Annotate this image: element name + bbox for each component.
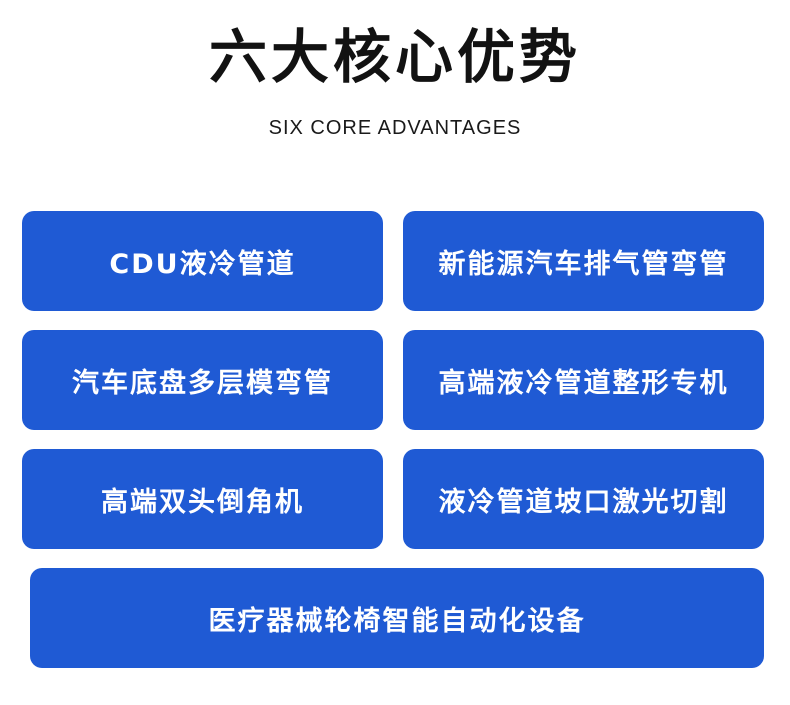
page-title: 六大核心优势 [208,23,581,91]
advantage-label: 新能源汽车排气管弯管 [438,248,729,280]
page-subtitle: SIX CORE ADVANTAGES [268,117,522,139]
advantage-card-wheelchair-automation: 医疗器械轮椅智能自动化设备 [30,568,764,668]
advantage-label: 高端双头倒角机 [101,486,304,518]
advantage-card-laser-bevel-cutting: 液冷管道坡口激光切割 [403,449,764,549]
advantage-label: 高端液冷管道整形专机 [438,367,729,399]
advantage-card-cdu-cooling-pipe: CDU液冷管道 [22,211,383,311]
advantage-card-nev-exhaust-bend: 新能源汽车排气管弯管 [403,211,764,311]
advantage-label: CDU液冷管道 [109,248,296,280]
advantage-label: 医疗器械轮椅智能自动化设备 [208,605,586,637]
advantage-card-double-head-chamfer: 高端双头倒角机 [22,449,383,549]
advantage-label: 汽车底盘多层模弯管 [72,367,333,399]
advantage-label: 液冷管道坡口激光切割 [438,486,729,518]
advantage-card-cooling-pipe-shaping: 高端液冷管道整形专机 [403,330,764,430]
advantage-card-chassis-multilayer-bend: 汽车底盘多层模弯管 [22,330,383,430]
